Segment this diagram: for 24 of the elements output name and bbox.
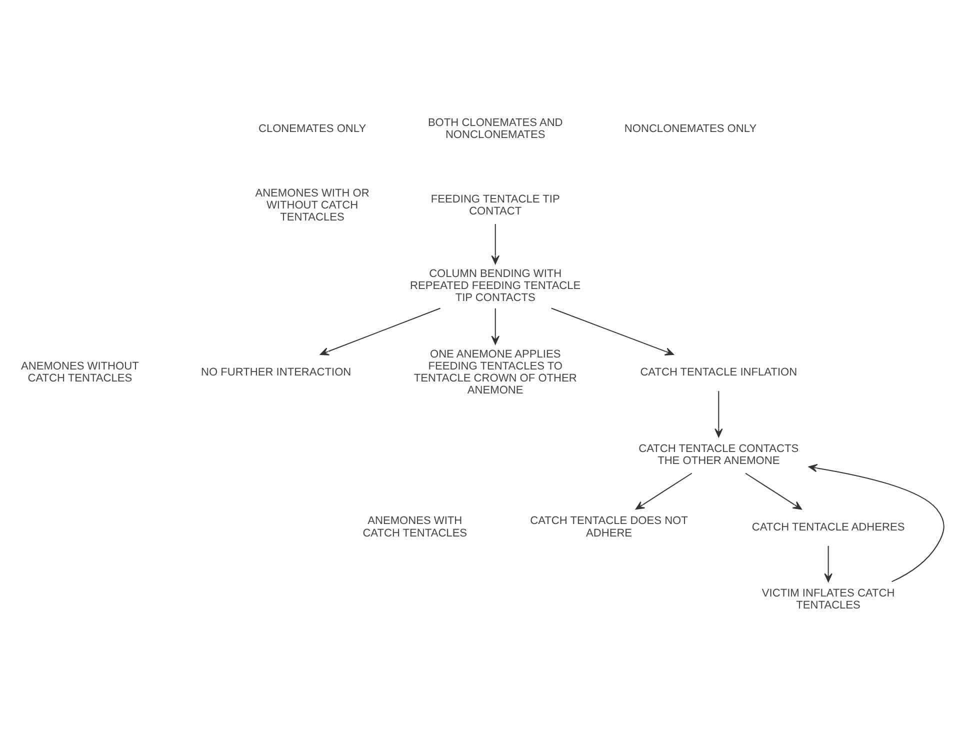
arrow: [808, 464, 944, 582]
node-text: CATCH TENTACLE DOES NOT ADHERE: [530, 515, 688, 540]
label: ANEMONES WITH CATCH TENTACLES: [362, 515, 468, 540]
label: CLONEMATES ONLY: [258, 122, 366, 135]
node-text: FEEDING TENTACLE TIP CONTACT: [430, 193, 560, 218]
node-text: CATCH TENTACLE ADHERES: [752, 521, 905, 534]
arrow: [491, 308, 500, 345]
arrow: [491, 224, 500, 264]
arrow: [745, 472, 802, 510]
node-text: ONE ANEMONE APPLIES FEEDING TENTACLES TO TENTACLE CROWN OF OTHER ANEMONE: [414, 348, 577, 396]
node-text: VICTIM INFLATES CATCH TENTACLES: [762, 588, 895, 612]
node-text: COLUMN BENDING WITH REPEATED FEEDING TENTACLE TIP CONTACTS: [410, 268, 581, 304]
label: BOTH CLONEMATES AND NONCLONEMATES: [428, 116, 563, 141]
node-text: CATCH TENTACLE CONTACTS THE OTHER ANEMONE: [638, 442, 799, 467]
arrow: [824, 546, 832, 582]
arrow: [320, 308, 440, 356]
label: NONCLONEMATES ONLY: [624, 122, 757, 135]
node-text: NO FURTHER INTERACTION: [201, 366, 352, 378]
node-text: CATCH TENTACLE INFLATION: [640, 366, 798, 378]
label: ANEMONES WITHOUT CATCH TENTACLES: [21, 360, 139, 384]
label: ANEMONES WITH OR WITHOUT CATCH TENTACLES: [255, 187, 370, 224]
arrow: [714, 391, 723, 438]
arrow: [551, 308, 674, 356]
arrow: [635, 472, 692, 510]
